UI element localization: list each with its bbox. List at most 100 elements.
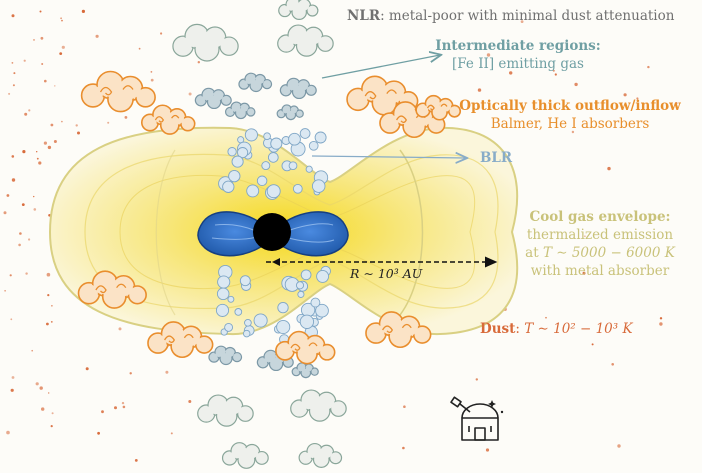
blr-cloudlet [299,128,311,139]
cloud-icon [208,345,243,366]
dust-speck [23,59,26,62]
dust-speck [607,166,611,171]
blr-cloudlet [300,269,312,281]
dust-speck [97,431,100,435]
blr-cloudlet [288,161,298,171]
outflow-subtitle: Balmer, He I absorbers [490,116,650,132]
dust-speck [31,349,33,352]
dust-speck [545,316,547,319]
blr-cloudlet [216,287,230,301]
blr-cloudlet [308,140,319,151]
dust-speck [6,430,10,435]
cloud-icon [298,442,343,468]
accretion-disk-icon [197,211,349,257]
dust-speck [520,20,524,23]
intermediate-subtitle: [Fe II] emitting gas [452,56,584,72]
dust-speck [485,448,490,452]
blr-cloudlet [261,161,271,171]
dust-temperature: T ∼ 10² − 10³ K [524,321,633,337]
dust-speck [95,34,99,38]
dust-speck [18,243,21,247]
dust-speck [118,327,122,331]
dust-speck [197,61,200,64]
dust-speck [11,178,16,182]
scale-value: R ∼ 10³ AU [350,266,423,281]
dust-speck [44,79,47,83]
dust-speck [33,195,35,198]
dust-speck [81,9,85,13]
dust-speck [25,272,28,275]
blr-cloudlet [311,179,326,193]
dust-speck [124,116,128,119]
dust-speck [584,235,586,237]
dust-speck [582,271,586,275]
blr-cloudlet [266,184,281,199]
dust-speck [21,203,25,207]
dust-speck [47,145,52,150]
dust-speck [659,322,663,326]
blr-cloudlet [253,313,268,328]
dust-speck [138,47,141,50]
dust-speck [9,274,12,277]
dust-speck [54,85,56,87]
dust-term: Dust [480,321,516,337]
cool-gas-line1: thermalized emission [526,227,674,243]
dust-speck [40,36,44,40]
blr-label: BLR [480,150,513,166]
cloud-icon [238,72,273,93]
dust-speck [61,45,65,49]
dust-speck [12,84,15,87]
cloud-icon [291,362,319,379]
dust-speck [41,63,44,65]
dust-speck [11,14,15,18]
dust-speck [617,444,621,448]
dust-speck [188,400,192,403]
cool-gas-line2-prefix: at [525,245,543,261]
dust-separator: : [515,321,525,337]
dust-speck [36,157,39,160]
dust-speck [659,317,663,320]
blr-cloudlet [242,329,251,338]
dust-speck [28,238,31,241]
dust-speck [46,272,51,277]
blr-cloudlet [267,152,279,163]
dust-speck [3,211,7,215]
dust-speck [41,407,45,411]
dust-speck [170,432,173,435]
cloud-icon [197,394,254,427]
blr-cloudlet [316,269,330,283]
cloud-icon [224,101,256,120]
dust-speck [6,194,10,197]
dust-speck [48,392,50,394]
scale-label: R ∼ 10³ AU [350,265,422,282]
dust-speck [19,232,22,235]
nlr-term: NLR [347,8,381,24]
blr-cloudlet [227,295,235,303]
blr-cloudlet [276,319,291,335]
dust-speck [11,62,14,64]
dust-speck [107,121,110,124]
dust-speck [50,425,53,428]
dust-speck [623,93,627,97]
swirl-cloud-icon [147,321,214,359]
dust-speck [22,150,26,154]
cool-gas-temperature: T ∼ 5000 − 6000 K [542,245,675,261]
swirl-cloud-icon [275,330,336,365]
cool-gas-line2: at T ∼ 5000 − 6000 K [500,245,700,262]
dust-speck [28,109,31,112]
dust-speck [51,412,54,415]
dust-speck [24,112,28,116]
dust-speck [165,370,169,374]
blr-cloudlet [227,147,237,157]
dust-speck [114,406,117,410]
dust-speck [47,294,50,297]
dust-label: Dust: T ∼ 10² − 10³ K [480,321,633,338]
dust-speck [122,405,126,409]
dust-speck [554,73,557,76]
dust-speck [39,386,43,390]
dust-speck [571,130,575,134]
blr-cloudlet [292,183,303,194]
swirl-cloud-icon [140,104,196,135]
swirl-cloud-icon [415,94,462,121]
dust-speck [35,382,39,386]
